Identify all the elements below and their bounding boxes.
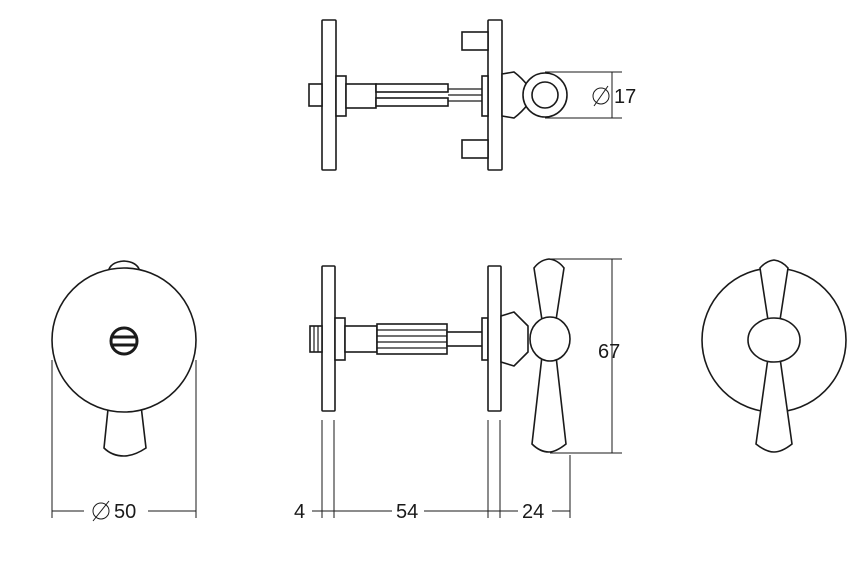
top-stud-upper: [461, 31, 489, 51]
side-left-collar: [344, 325, 378, 353]
side-left-rose-plate: [321, 265, 336, 412]
top-handle-ring-inner: [531, 81, 559, 109]
top-left-rose-plate: [321, 19, 337, 171]
front-turn-knob: [109, 326, 139, 356]
dim-17-label: 17: [614, 86, 636, 108]
back-view: [701, 259, 847, 453]
side-view: 67 4 54 24: [294, 258, 622, 523]
back-handle-hub: [747, 317, 801, 363]
side-spindle-block: [376, 323, 448, 355]
top-left-cap: [308, 83, 323, 107]
side-left-hub: [334, 317, 346, 361]
dim-54-label: 54: [396, 501, 418, 523]
top-left-collar: [345, 83, 377, 109]
dim-24-label: 24: [522, 501, 544, 523]
diameter-symbol: [92, 500, 110, 522]
top-left-hub: [335, 75, 347, 117]
top-right-hub: [481, 75, 489, 117]
side-handle-hub: [529, 316, 571, 362]
top-spindle-upper: [375, 83, 449, 93]
side-handle-neck: [500, 311, 529, 367]
top-right-rose-plate: [487, 19, 503, 171]
front-view: 50: [51, 260, 197, 523]
top-stud-lower: [461, 139, 489, 159]
side-spindle-rod: [446, 331, 484, 347]
side-right-hub: [481, 317, 489, 361]
dim-50-label: 50: [114, 501, 136, 523]
side-left-cap: [309, 325, 323, 353]
dim-67-label: 67: [598, 341, 620, 363]
diameter-symbol: [592, 85, 610, 107]
side-right-rose-plate: [487, 265, 502, 412]
dim-4-label: 4: [294, 501, 305, 523]
top-view: 17: [308, 19, 636, 171]
top-spindle-lower: [375, 97, 449, 107]
